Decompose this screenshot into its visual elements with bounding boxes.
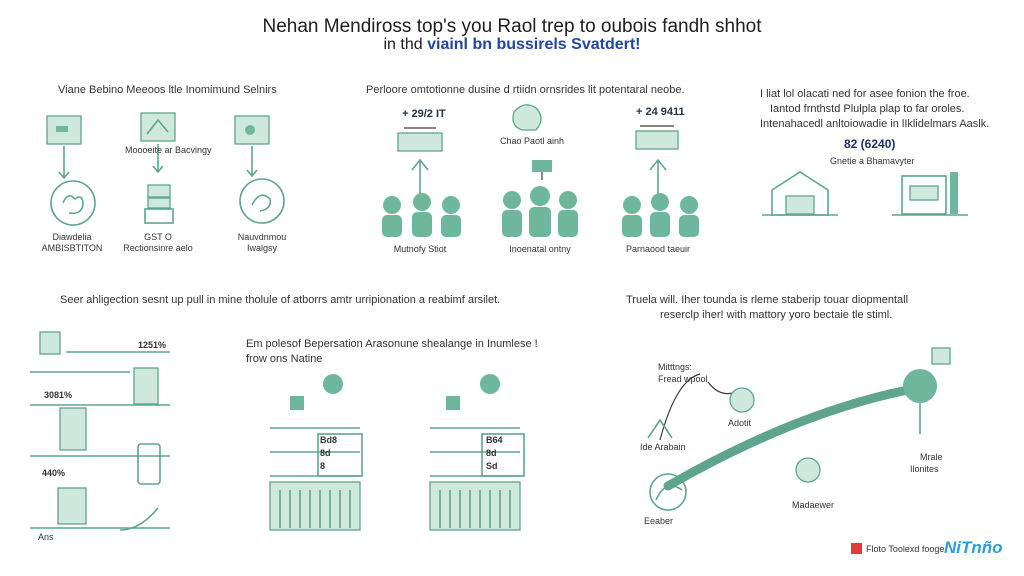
- subtitle-prefix: in thd: [383, 36, 428, 53]
- shop-stack-left: [269, 374, 363, 531]
- node-label: Madaewer: [792, 500, 835, 510]
- price-bar-right: [635, 125, 679, 150]
- panel1-caption-2-line1: GST O: [144, 232, 172, 242]
- page-title: Nehan Mendiross top's you Raol trep to o…: [262, 16, 762, 37]
- monitor-icon-2: [140, 112, 176, 142]
- panel1-caption-1-line1: Diawdelia: [52, 232, 92, 242]
- brain-head-icon: [512, 104, 542, 131]
- caption-left: Mutnofy Stiot: [393, 244, 447, 254]
- panel3-line2: Iantod frnthstd Plulpla plap to far orol…: [770, 103, 965, 115]
- panel3-code-caption: Gnetie a Bhamavyter: [830, 156, 915, 166]
- arrow-down-icon: [152, 144, 164, 174]
- panel4-footer: Ans: [38, 532, 54, 542]
- list-graphics: [30, 331, 170, 531]
- receipt-right-line1: B64: [486, 435, 503, 445]
- panel5-label-top: Mitttngs:: [658, 362, 693, 372]
- panel3-line1: I liat lol olacati ned for asee fonion t…: [760, 88, 970, 100]
- panel4-heading: Seer ahligection sesnt up pull in mine t…: [60, 294, 501, 306]
- receipt-right: B64 8d Sd: [486, 434, 526, 473]
- panel5-label-top2: Fread wpool: [658, 374, 708, 384]
- receipt-left-line1: Bd8: [320, 435, 338, 445]
- building-icon-right: [892, 172, 968, 216]
- brain-circle-icon: [50, 180, 96, 226]
- panel1-heading: Viane Bebino Meeoos ltle Inomimund Selni…: [58, 84, 277, 96]
- panel3-code: 82 (6240): [844, 137, 896, 151]
- brand-square-icon: [851, 543, 862, 554]
- price-bar-left: [397, 127, 443, 152]
- panel1-caption-3-line2: Iwalgsy: [246, 243, 277, 253]
- price-left: + 29/2 IT: [402, 108, 446, 120]
- panel2-heading: Perloore omtotionne dusine d rtiidn orns…: [366, 84, 685, 96]
- caption-center: Inoenatal ontny: [509, 244, 571, 254]
- panel5-line2: reserclp iher! with mattory yoro bectaie…: [660, 309, 893, 321]
- panel1-caption-1-line2: AMBISBTITON: [41, 243, 103, 253]
- hand-circle-icon: [239, 178, 285, 224]
- arrow-up-icon: [411, 158, 429, 195]
- panel4-desc-line2: frow ons Natine: [246, 353, 323, 365]
- people-group-right: [622, 193, 699, 237]
- receipt-right-line3: Sd: [486, 461, 498, 471]
- page-subtitle: in thd viainl bn bussirels Svatdert!: [0, 36, 1024, 54]
- node-label: Ilonites: [910, 464, 939, 474]
- panel5-line1: Truela will. Iher tounda is rleme staber…: [626, 294, 909, 306]
- center-label: Chao Paotl ainh: [500, 136, 565, 146]
- value-3: 440%: [42, 468, 66, 478]
- value-1: 1251%: [138, 340, 167, 350]
- network-graphics: [647, 347, 951, 511]
- monitor-icon-1: [46, 115, 82, 145]
- brand-logo: NiTnño: [944, 538, 1003, 557]
- shop-stack-right: [429, 374, 525, 531]
- panel4-desc-line1: Em polesof Bepersation Arasonune shealan…: [246, 338, 538, 350]
- panel1-caption-2-line2: Rectionsinre aelo: [123, 243, 193, 253]
- building-icon-left: [762, 171, 838, 216]
- receipt-right-line2: 8d: [486, 448, 497, 458]
- arrow-down-icon: [58, 146, 70, 180]
- panel1-sublabel: Moooeite ar Bacvingy: [125, 145, 212, 155]
- brand-text: Floto Toolexd fooge: [866, 544, 945, 554]
- monitor-icon-3: [234, 115, 270, 145]
- panel1-caption-3-line1: Nauvdnmou: [237, 232, 287, 242]
- value-2: 3081%: [44, 390, 73, 400]
- camera-icon: [532, 160, 552, 180]
- people-group-left: [382, 193, 461, 237]
- node-label: Mrale: [920, 452, 943, 462]
- panel3-line3: Intenahacedl anltoiowadie in lIklidelmar…: [760, 118, 990, 130]
- arrow-up-icon: [649, 158, 667, 195]
- arrow-down-icon: [246, 146, 258, 178]
- caption-right: Parnaood taeuir: [625, 244, 691, 254]
- price-right: + 24 9411: [636, 106, 685, 118]
- receipt-left-line3: 8: [320, 461, 326, 471]
- people-group-center: [502, 186, 578, 237]
- node-label: Ide Arabain: [640, 442, 686, 452]
- subtitle-highlight: viainl bn bussirels Svatdert!: [427, 36, 641, 53]
- receipt-left-line2: 8d: [320, 448, 331, 458]
- node-label: Eeaber: [644, 516, 674, 526]
- node-label: Adotit: [728, 418, 752, 428]
- receipt-left: Bd8 8d 8: [320, 434, 362, 473]
- stack-icon: [144, 184, 174, 224]
